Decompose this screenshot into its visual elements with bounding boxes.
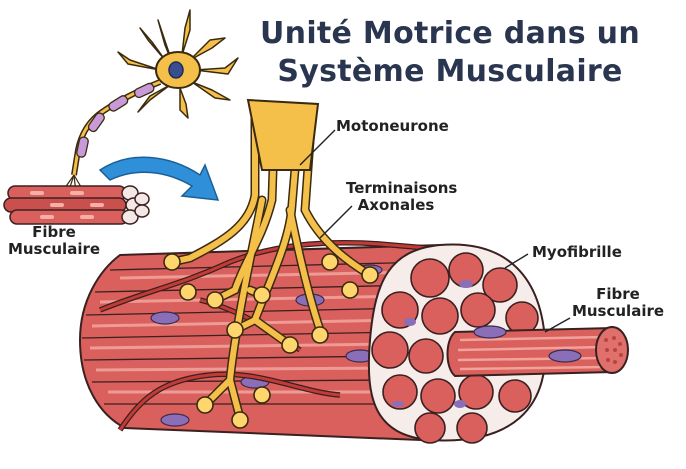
label-terminaisons-line2: Axonales xyxy=(357,196,435,214)
label-fibre-musculaire-left: Fibre Musculaire xyxy=(4,224,104,258)
neuron-cell-body xyxy=(117,9,239,119)
label-fibre-right-line1: Fibre xyxy=(596,285,640,303)
small-muscle-bundle xyxy=(3,185,150,225)
arrow-icon xyxy=(98,156,220,201)
label-terminaisons-line1: Terminaisons xyxy=(346,179,458,197)
label-terminaisons-axonales: Terminaisons Axonales xyxy=(346,179,458,214)
label-fibre-musculaire-right: Fibre Musculaire xyxy=(568,286,668,320)
label-motoneurone: Motoneurone xyxy=(336,117,449,135)
label-myofibrille: Myofibrille xyxy=(532,243,622,261)
single-muscle-fibre xyxy=(446,325,629,378)
title-line-1: Unité Motrice dans un xyxy=(260,16,640,51)
label-fibre-right-line2: Musculaire xyxy=(571,302,665,320)
neuron-axon xyxy=(61,79,162,194)
leader-lines xyxy=(299,129,571,333)
title-line-2: Système Musculaire xyxy=(277,54,623,89)
label-fibre-left-line1: Fibre xyxy=(32,223,76,241)
axon-terminals xyxy=(163,98,379,429)
label-fibre-left-line2: Musculaire xyxy=(7,240,101,258)
